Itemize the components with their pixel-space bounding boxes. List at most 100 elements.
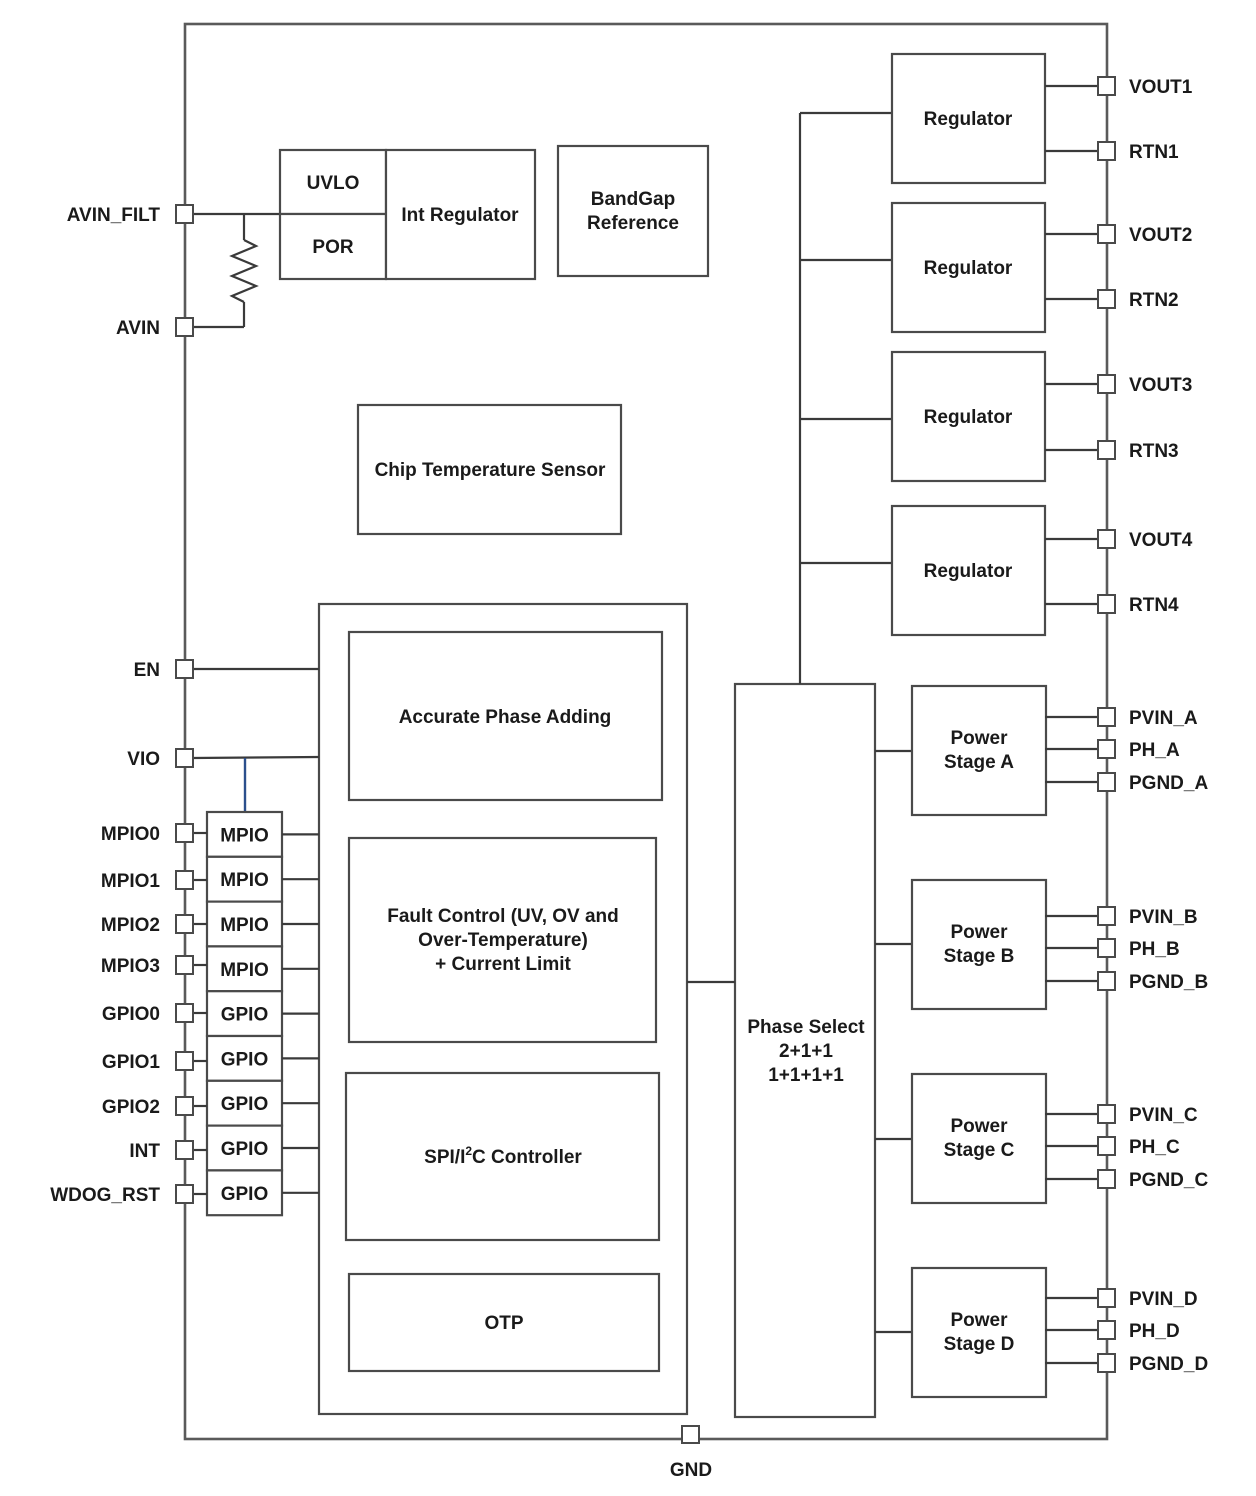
pin-right: PH_C [1045,1136,1180,1158]
pin-label: PVIN_D [1129,1289,1198,1310]
pin-label: RTN3 [1129,441,1179,462]
pin-label: PGND_D [1129,1354,1208,1375]
gpio-label: GPIO [221,1184,269,1205]
regulator-bus [798,111,892,684]
pin-label: PGND_A [1129,773,1208,794]
chip-temperature-sensor-block: Chip Temperature Sensor [356,403,623,536]
fault-control-label-2: Over-Temperature) [418,930,588,951]
gpio-cell: GPIO [193,990,319,1038]
mpio-cell: MPIO [193,945,319,993]
por-block: POR [278,212,388,281]
chip-temp-sensor-label: Chip Temperature Sensor [375,460,606,481]
fault-control-block: Fault Control (UV, OV and Over-Temperatu… [347,836,658,1044]
mpio-label: MPIO [220,825,269,846]
phase-select-label-1: Phase Select [747,1017,865,1038]
pin-label: MPIO3 [101,956,160,977]
fault-control-label-3: + Current Limit [435,954,571,975]
pin-right: RTN1 [1045,141,1179,163]
io-cells: MPIO MPIO MPIO MPIO GPIO GPIO GPIO GPIO GPIO [193,810,319,1217]
pin-left: GPIO2 [102,1096,194,1118]
mpio-label: MPIO [220,870,269,891]
pin-left: AVIN [116,317,194,339]
spi-i2c-controller-block: SPI/I2C Controller [344,1071,661,1242]
power-stage-d-label-1: Power [950,1310,1008,1331]
pin-label: VOUT1 [1129,77,1193,98]
pin-label: MPIO1 [101,871,161,892]
pin-label: MPIO0 [101,824,160,845]
otp-block: OTP [347,1272,661,1373]
pin-right: PVIN_A [1045,707,1198,729]
pin-label: GPIO0 [102,1004,160,1025]
pin-label: AVIN_FILT [67,205,161,226]
power-stage-c-label-2: Stage C [944,1140,1015,1161]
regulator-1-block: Regulator [890,52,1047,185]
gpio-cell: GPIO [193,1079,319,1127]
gpio-cell: GPIO [193,1169,319,1217]
pin-label: MPIO2 [101,915,160,936]
vio-wire [192,755,320,760]
pin-right: PGND_B [1045,971,1208,993]
pin-label: PGND_B [1129,972,1208,993]
mpio-cell: MPIO [193,855,319,903]
bandgap-label-2: Reference [587,213,679,234]
pin-right: PH_B [1045,938,1180,960]
power-stage-d-label-2: Stage D [944,1334,1015,1355]
pin-label: VOUT4 [1129,530,1193,551]
gpio-label: GPIO [221,1094,269,1115]
chip-outline [183,22,1109,1441]
gpio-cell: GPIO [193,1034,319,1082]
uvlo-block: UVLO [278,148,388,216]
gpio-label: GPIO [221,1049,269,1070]
mpio-label: MPIO [220,960,269,981]
pin-label: PVIN_B [1129,907,1198,928]
pin-label: INT [129,1141,160,1162]
pin-label: GPIO2 [102,1097,160,1118]
pin-left: MPIO3 [101,955,194,977]
pin-label: PGND_C [1129,1170,1208,1191]
power-stage-b-label-1: Power [950,922,1008,943]
power-stage-d-block: Power Stage D [875,1266,1048,1399]
pin-left: MPIO1 [101,870,194,892]
pin-label: EN [134,660,160,681]
pin-right: PGND_D [1045,1353,1208,1375]
pin-label: PVIN_A [1129,708,1198,729]
pin-right: PVIN_C [1045,1104,1198,1126]
otp-label: OTP [484,1313,523,1334]
int-regulator-label: Int Regulator [401,205,519,226]
pin-label: AVIN [116,318,160,339]
pin-right: VOUT4 [1045,529,1193,551]
resistor-icon [229,239,259,303]
pin-label: PH_A [1129,740,1180,761]
regulator-4-block: Regulator [890,504,1047,637]
pin-left: MPIO0 [101,823,194,845]
pin-right: PVIN_B [1045,906,1198,928]
pin-right: PVIN_D [1045,1288,1198,1310]
pin-right: RTN4 [1045,594,1179,616]
pin-right: PH_D [1045,1320,1180,1342]
pin-label: RTN2 [1129,290,1179,311]
bandgap-label-1: BandGap [591,189,675,210]
int-regulator-block: Int Regulator [384,148,537,281]
pin-left: AVIN_FILT [67,204,194,226]
bandgap-block: BandGap Reference [556,144,710,278]
mpio-cell: MPIO [193,900,319,948]
por-label: POR [312,237,353,258]
pin-gnd: GND [670,1425,712,1481]
gpio-label: GPIO [221,1005,269,1026]
pin-left: WDOG_RST [50,1184,194,1206]
pin-right: PGND_A [1045,772,1208,794]
fault-control-label-1: Fault Control (UV, OV and [387,906,619,927]
pin-right: PH_A [1045,739,1180,761]
pin-left: INT [129,1140,194,1162]
phase-select-block: Phase Select 2+1+1 1+1+1+1 [733,682,877,1419]
pin-label: PH_C [1129,1137,1180,1158]
pin-label: RTN1 [1129,142,1179,163]
regulator-1-label: Regulator [924,109,1013,130]
pin-label: PVIN_C [1129,1105,1198,1126]
uvlo-label: UVLO [307,173,360,194]
regulator-3-block: Regulator [890,350,1047,483]
pin-right: VOUT2 [1045,224,1192,246]
pin-right: RTN3 [1045,440,1179,462]
regulator-2-label: Regulator [924,258,1013,279]
gpio-label: GPIO [221,1139,269,1160]
